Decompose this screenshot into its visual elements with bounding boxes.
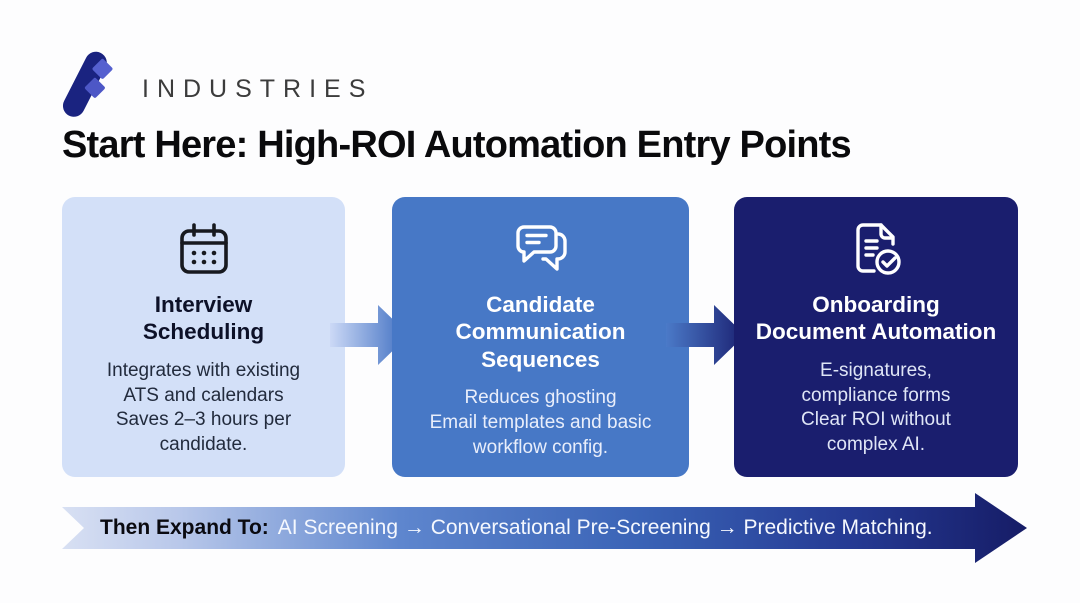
flow-arrow-icon bbox=[330, 303, 410, 372]
card-title: Onboarding Document Automation bbox=[755, 292, 997, 345]
banner-sequence: AI Screening → Conversational Pre-Screen… bbox=[277, 516, 933, 539]
document-check-icon bbox=[847, 221, 905, 279]
page-title: Start Here: High-ROI Automation Entry Po… bbox=[62, 124, 852, 166]
brand-name: INDUSTRIES bbox=[142, 75, 374, 103]
brand-logo: INDUSTRIES bbox=[55, 46, 373, 129]
card-body: Reduces ghosting Email templates and bas… bbox=[429, 387, 652, 458]
card-onboarding-documents: Onboarding Document Automation E-signatu… bbox=[734, 197, 1018, 477]
card-title: Candidate Communication Sequences bbox=[455, 292, 626, 372]
expansion-banner: Then Expand To: AI Screening → Conversat… bbox=[62, 492, 1028, 564]
card-body: E-signatures, compliance forms Clear ROI… bbox=[801, 359, 951, 455]
banner-text: Then Expand To: AI Screening → Conversat… bbox=[100, 492, 933, 564]
geometric-mark-icon bbox=[55, 46, 131, 129]
card-candidate-communication: Candidate Communication Sequences Reduce… bbox=[392, 197, 689, 477]
calendar-icon bbox=[174, 221, 234, 279]
card-body: Integrates with existing ATS and calenda… bbox=[106, 359, 301, 455]
flow-arrow-icon bbox=[666, 303, 746, 372]
banner-arrow-icon bbox=[62, 493, 1027, 563]
card-interview-scheduling: Interview Scheduling Integrates with exi… bbox=[62, 197, 345, 477]
card-title: Interview Scheduling bbox=[142, 292, 265, 345]
chat-bubbles-icon bbox=[510, 221, 572, 279]
banner-label: Then Expand To: bbox=[100, 516, 269, 539]
